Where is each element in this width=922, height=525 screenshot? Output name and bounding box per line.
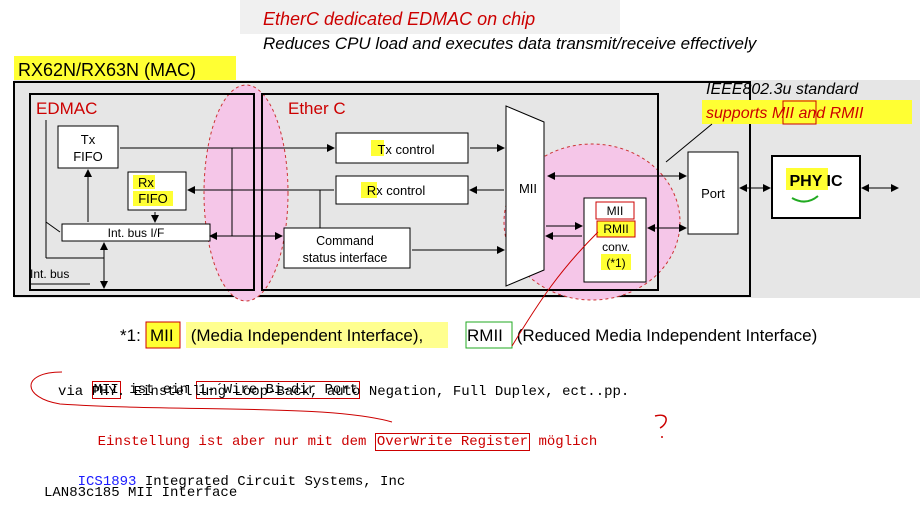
tx-fifo-label-1: Tx — [81, 132, 96, 147]
command-label-2: status interface — [303, 251, 388, 265]
rx-highlight — [133, 175, 155, 189]
port-label: Port — [701, 186, 725, 201]
rx-fifo-label-2: FIFO — [138, 191, 168, 206]
mac-label-highlight — [14, 56, 236, 80]
ics-desc: Integrated Circuit Systems, Inc — [136, 474, 406, 490]
note-mii: MII — [91, 381, 121, 399]
interface-ellipse — [203, 84, 289, 302]
command-status-box — [283, 227, 411, 269]
note-red-text: Einstellung ist aber nur mit dem — [97, 434, 375, 450]
annotation-strokes — [30, 371, 667, 438]
footnote-rmii-box — [465, 321, 513, 349]
notes-area: MII ist ein 1-´Wire Bi-dir Port via PHY.… — [0, 352, 922, 525]
etherc-label: Ether C — [288, 99, 346, 118]
conv-rmii-box — [596, 220, 636, 238]
note-text: ist ein — [120, 382, 197, 398]
mii-mux-label: MII — [519, 181, 537, 196]
rx-control-box — [335, 175, 469, 205]
etherc-block — [261, 93, 659, 291]
note-line-2: via PHY. Einstellung Loop-Back, auto Neg… — [58, 384, 630, 400]
ieee-line1: IEEE802.3u standard — [706, 81, 859, 98]
note-overwrite-register: OverWrite Register — [374, 433, 531, 451]
ieee-highlight — [702, 100, 912, 124]
rx-fifo-label-1: Rx — [138, 175, 154, 190]
edmac-block — [29, 93, 255, 291]
conv-label-1: MII — [607, 204, 624, 218]
mac-label: RX62N/RX63N (MAC) — [18, 60, 196, 80]
tx-control-label: Tx control — [377, 142, 434, 157]
ics-link[interactable]: ICS1893 — [77, 474, 137, 490]
edmac-label: EDMAC — [36, 99, 97, 118]
tx-fifo-box — [57, 125, 119, 169]
note-line-5: LAN83c185 MII Interface — [44, 485, 238, 501]
header-line1: EtherC dedicated EDMAC on chip — [263, 9, 535, 29]
tx-fifo-label-2: FIFO — [73, 149, 103, 164]
ieee-line2: supports MII and RMII — [706, 105, 864, 122]
ieee-mii-box — [782, 100, 817, 125]
mii-mux — [505, 105, 545, 287]
conv-label-3: conv. — [602, 240, 630, 254]
fifo-highlight — [133, 191, 173, 206]
conv-label-2: RMII — [603, 222, 628, 236]
footnote: *1: MII (Media Independent Interface), R… — [120, 326, 817, 345]
block-diagram: EtherC dedicated EDMAC on chip Reduces C… — [13, 0, 920, 349]
note-red-end: möglich — [530, 434, 598, 450]
note-line-4: ICS1893 Integrated Circuit Systems, Inc — [44, 458, 406, 506]
rx-control-label: Rx control — [367, 183, 426, 198]
footnote-mii-box — [145, 321, 181, 349]
header-line2: Reduces CPU load and executes data trans… — [263, 34, 758, 53]
port-box — [687, 151, 739, 235]
conv-label-4: (*1) — [606, 256, 625, 270]
note-port-type: 1-´Wire Bi-dir Port — [196, 381, 361, 399]
int-bus-if-label: Int. bus I/F — [108, 226, 165, 240]
int-bus-label: Int. bus — [30, 267, 69, 281]
note-line-1: MII ist ein 1-´Wire Bi-dir Port — [58, 366, 361, 414]
conv-mii-box — [595, 201, 635, 220]
note-line-3: Einstellung ist aber nur mit dem OverWri… — [64, 418, 597, 466]
command-label-1: Command — [316, 234, 374, 248]
tx-control-box — [335, 132, 469, 164]
phy-ic-label: PHY IC — [789, 173, 843, 190]
header-band — [240, 0, 620, 34]
